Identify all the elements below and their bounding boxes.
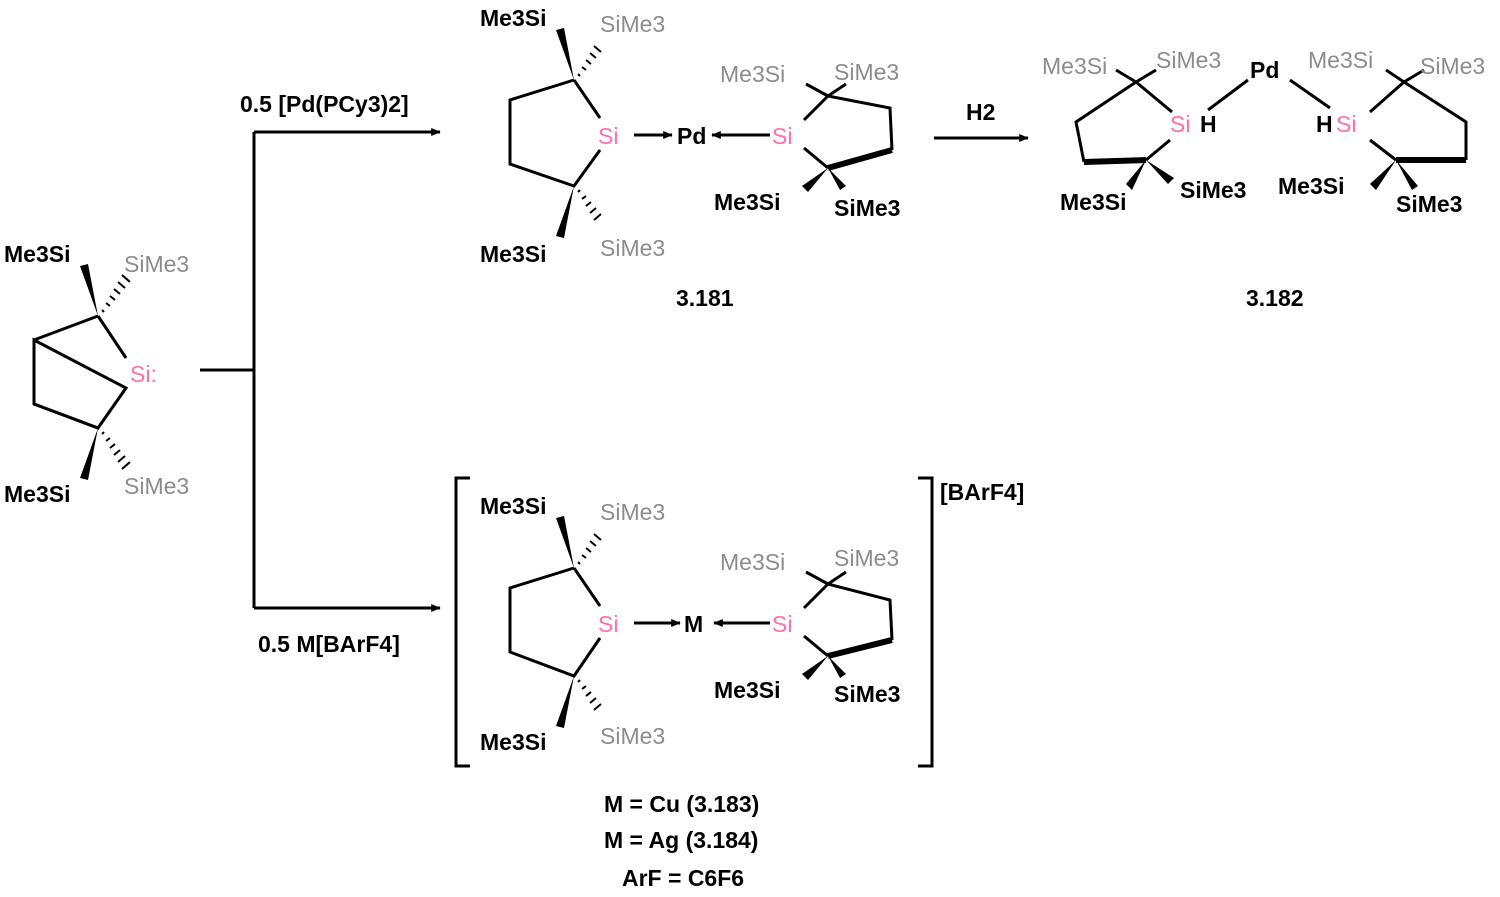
- h-atom: H: [1200, 111, 1217, 137]
- wedge-bond: [1370, 160, 1396, 190]
- si-atom: Si: [1170, 111, 1190, 137]
- me3si-label: Me3Si: [480, 493, 546, 519]
- me3si-label: Me3Si: [480, 729, 546, 755]
- si-atom: Si: [772, 611, 792, 637]
- compound-id-3182: 3.182: [1246, 285, 1304, 311]
- wedge-bond: [1126, 160, 1146, 190]
- si-atom: Si: [598, 123, 618, 149]
- hash-bond: [577, 45, 602, 77]
- hash-bond: [577, 679, 602, 711]
- pd-atom: Pd: [1250, 57, 1279, 83]
- metal-legend: M = Cu (3.183) M = Ag (3.184) ArF = C6F6: [604, 791, 759, 891]
- h-atom: H: [1316, 111, 1333, 137]
- sime3-label: SiMe3: [600, 11, 665, 37]
- metal-m: M: [684, 611, 703, 637]
- h2-label: H2: [966, 99, 995, 125]
- bottom-reagent-label: 0.5 M[BArF4]: [258, 631, 400, 657]
- me3si-label: Me3Si: [1308, 47, 1373, 73]
- legend-ag: M = Ag (3.184): [604, 827, 758, 853]
- wedge-bond: [80, 428, 98, 480]
- wedge-bond: [556, 186, 574, 238]
- pd-atom: Pd: [677, 123, 706, 149]
- wedge-bond: [1396, 160, 1418, 190]
- wedge-bond: [556, 676, 574, 728]
- me3si-label: Me3Si: [1278, 173, 1344, 199]
- hash-bond: [577, 533, 602, 565]
- sime3-label: SiMe3: [600, 235, 665, 261]
- wedge-bond: [1146, 160, 1174, 184]
- si-atom: Si: [1336, 111, 1356, 137]
- top-reagent-label: 0.5 [Pd(PCy3)2]: [240, 91, 409, 117]
- me3si-label: Me3Si: [720, 61, 785, 87]
- si-atom: Si: [598, 611, 618, 637]
- wedge-bond: [556, 516, 574, 568]
- me3si-label: Me3Si: [720, 549, 785, 575]
- sime3-label: SiMe3: [124, 251, 189, 277]
- legend-arf: ArF = C6F6: [622, 865, 744, 891]
- compound-id-3181: 3.181: [676, 285, 734, 311]
- compound-3181: Me3Si SiMe3 Si Me3Si SiMe3 Pd Si Me3Si S…: [480, 5, 900, 311]
- si-atom: Si: [772, 123, 792, 149]
- wedge-bond: [556, 28, 574, 80]
- wedge-bond: [828, 656, 846, 678]
- me3si-label: Me3Si: [1060, 189, 1126, 215]
- me3si-label: Me3Si: [480, 241, 546, 267]
- left-bracket: [454, 476, 470, 768]
- legend-cu: M = Cu (3.183): [604, 791, 759, 817]
- wedge-bond: [802, 656, 828, 680]
- branch-arrows: 0.5 [Pd(PCy3)2] 0.5 M[BArF4]: [200, 91, 441, 657]
- me3si-label: Me3Si: [4, 481, 70, 507]
- wedge-bond: [802, 168, 828, 192]
- sime3-label: SiMe3: [834, 545, 899, 571]
- sime3-label: SiMe3: [834, 195, 900, 221]
- sime3-label: SiMe3: [1396, 191, 1462, 217]
- wedge-bond: [828, 168, 846, 190]
- sime3-label: SiMe3: [600, 723, 665, 749]
- hydrogenation-step: H2: [934, 99, 1029, 142]
- wedge-bond: [80, 264, 98, 316]
- sime3-label: SiMe3: [1180, 177, 1246, 203]
- hash-bond: [101, 274, 131, 313]
- sime3-label: SiMe3: [600, 499, 665, 525]
- sime3-label: SiMe3: [834, 681, 900, 707]
- counterion-label: [BArF4]: [940, 479, 1024, 505]
- sime3-label: SiMe3: [834, 59, 899, 85]
- me3si-label: Me3Si: [714, 677, 780, 703]
- sime3-label: SiMe3: [1156, 47, 1221, 73]
- hash-bond: [577, 189, 602, 221]
- right-bracket: [918, 476, 934, 768]
- me3si-label: Me3Si: [1042, 53, 1107, 79]
- sime3-label: SiMe3: [124, 473, 189, 499]
- sime3-label: SiMe3: [1420, 53, 1485, 79]
- me3si-label: Me3Si: [714, 189, 780, 215]
- hash-bond: [101, 431, 131, 470]
- silylene-label: Si:: [130, 361, 157, 387]
- cationic-complex: [BArF4] Me3Si SiMe3 Si Me3Si SiMe3 M Si: [454, 476, 1024, 768]
- me3si-label: Me3Si: [4, 241, 70, 267]
- compound-3182: Me3Si SiMe3 Si H Me3Si SiMe3 Pd H Si Me3…: [1042, 47, 1485, 311]
- me3si-label: Me3Si: [480, 5, 546, 31]
- starting-silylene: Me3Si SiMe3 Si: Me3Si SiMe3: [4, 241, 189, 507]
